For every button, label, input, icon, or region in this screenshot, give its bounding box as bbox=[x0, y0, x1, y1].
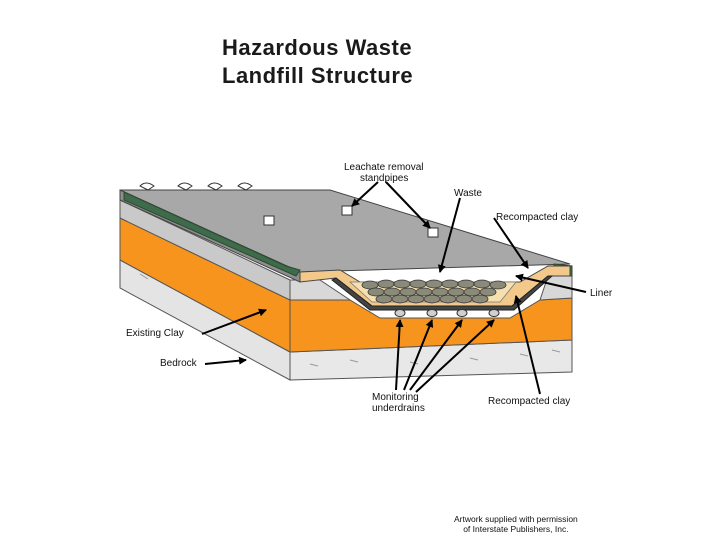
leachate-standpipes bbox=[263, 205, 439, 238]
waste-stones bbox=[361, 279, 507, 304]
diagram-title: Hazardous Waste Landfill Structure bbox=[222, 34, 413, 90]
label-existing-clay: Existing Clay bbox=[126, 328, 184, 339]
label-monitoring-line-2: underdrains bbox=[372, 403, 425, 414]
artwork-credit: Artwork supplied with permission of Inte… bbox=[454, 514, 578, 534]
credit-line-2: of Interstate Publishers, Inc. bbox=[463, 524, 569, 534]
label-recompacted-clay-top: Recompacted clay bbox=[496, 212, 579, 223]
subsoil-layer bbox=[119, 199, 573, 301]
title-line-2: Landfill Structure bbox=[222, 63, 414, 88]
title-line-1: Hazardous Waste bbox=[222, 35, 413, 60]
underdrain-pipes bbox=[394, 309, 500, 317]
label-recompacted-clay-bottom: Recompacted clay bbox=[488, 396, 571, 407]
credit-line-1: Artwork supplied with permission bbox=[454, 514, 578, 524]
label-leachate-line-1: Leachate removal bbox=[344, 162, 424, 173]
pipe-ends bbox=[139, 182, 253, 191]
label-liner: Liner bbox=[590, 288, 613, 299]
label-leachate-removal: Leachate removal standpipes bbox=[344, 162, 424, 184]
label-monitoring-underdrains: Monitoring underdrains bbox=[372, 392, 425, 414]
label-leachate-line-2: standpipes bbox=[360, 173, 409, 184]
bedrock-layer bbox=[119, 259, 573, 381]
label-monitoring-line-1: Monitoring bbox=[372, 392, 419, 403]
label-bedrock: Bedrock bbox=[160, 358, 197, 369]
label-waste: Waste bbox=[454, 188, 482, 199]
label-arrows bbox=[201, 181, 587, 395]
